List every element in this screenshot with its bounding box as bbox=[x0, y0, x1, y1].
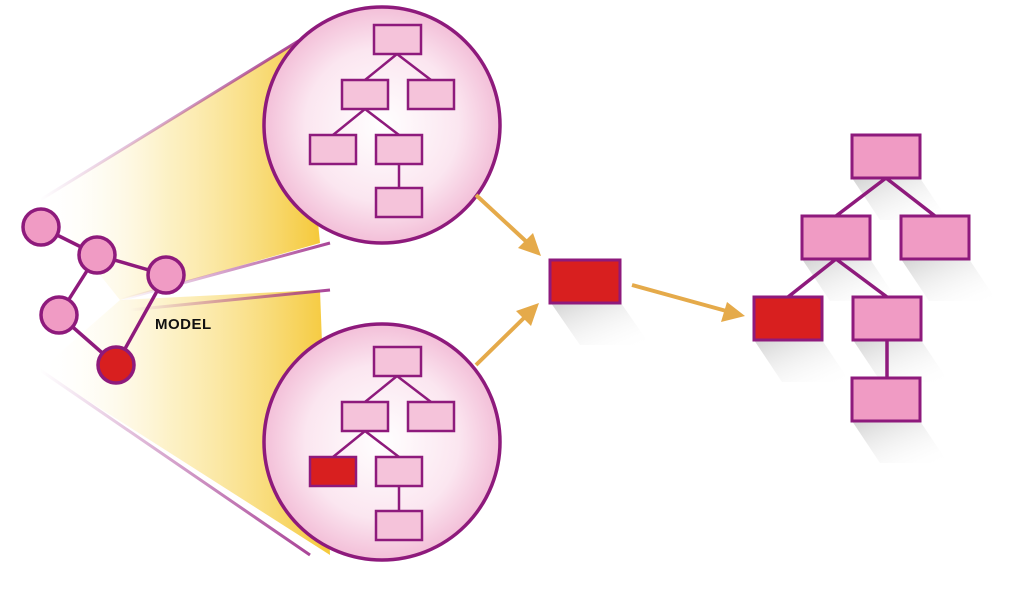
arrowhead bbox=[516, 303, 539, 326]
tree-box bbox=[899, 214, 971, 261]
tree-box bbox=[340, 78, 390, 111]
tree-box bbox=[850, 133, 922, 180]
lens-tree bbox=[308, 345, 456, 542]
tree-box bbox=[374, 133, 424, 166]
tree-box bbox=[372, 23, 423, 56]
arrow-top-to-center bbox=[474, 193, 532, 247]
tree-box bbox=[374, 186, 424, 219]
graph-node bbox=[77, 235, 117, 275]
tree-box-highlighted bbox=[308, 455, 358, 488]
arrow-center-to-tree bbox=[631, 283, 731, 314]
arrow-bottom-to-center bbox=[474, 312, 530, 367]
graph-node bbox=[39, 295, 79, 335]
tree-box bbox=[850, 376, 922, 423]
tree-box bbox=[374, 509, 424, 542]
tree-box bbox=[340, 400, 390, 433]
tree-box bbox=[851, 295, 923, 342]
zoom-lens-top bbox=[262, 5, 502, 245]
graph-node bbox=[21, 207, 61, 247]
tree-box bbox=[374, 455, 424, 488]
tree-edges bbox=[786, 176, 937, 378]
tree-box bbox=[372, 345, 423, 378]
tree-box bbox=[406, 400, 456, 433]
model-graph: MODEL bbox=[21, 207, 212, 385]
result-tree bbox=[752, 133, 997, 463]
graph-node-highlighted bbox=[96, 345, 136, 385]
tree-box bbox=[406, 78, 456, 111]
tree-box-highlighted bbox=[752, 295, 824, 342]
lens-tree bbox=[308, 23, 456, 219]
tree-box bbox=[800, 214, 872, 261]
model-label: MODEL bbox=[155, 316, 212, 333]
extracted-node bbox=[548, 258, 650, 345]
zoom-lens-bottom bbox=[262, 322, 502, 562]
graph-node bbox=[146, 255, 186, 295]
arrows bbox=[474, 193, 745, 367]
arrowhead bbox=[721, 302, 745, 322]
tree-box bbox=[308, 133, 358, 166]
arrowhead bbox=[518, 233, 541, 256]
box-shadows bbox=[754, 178, 997, 463]
